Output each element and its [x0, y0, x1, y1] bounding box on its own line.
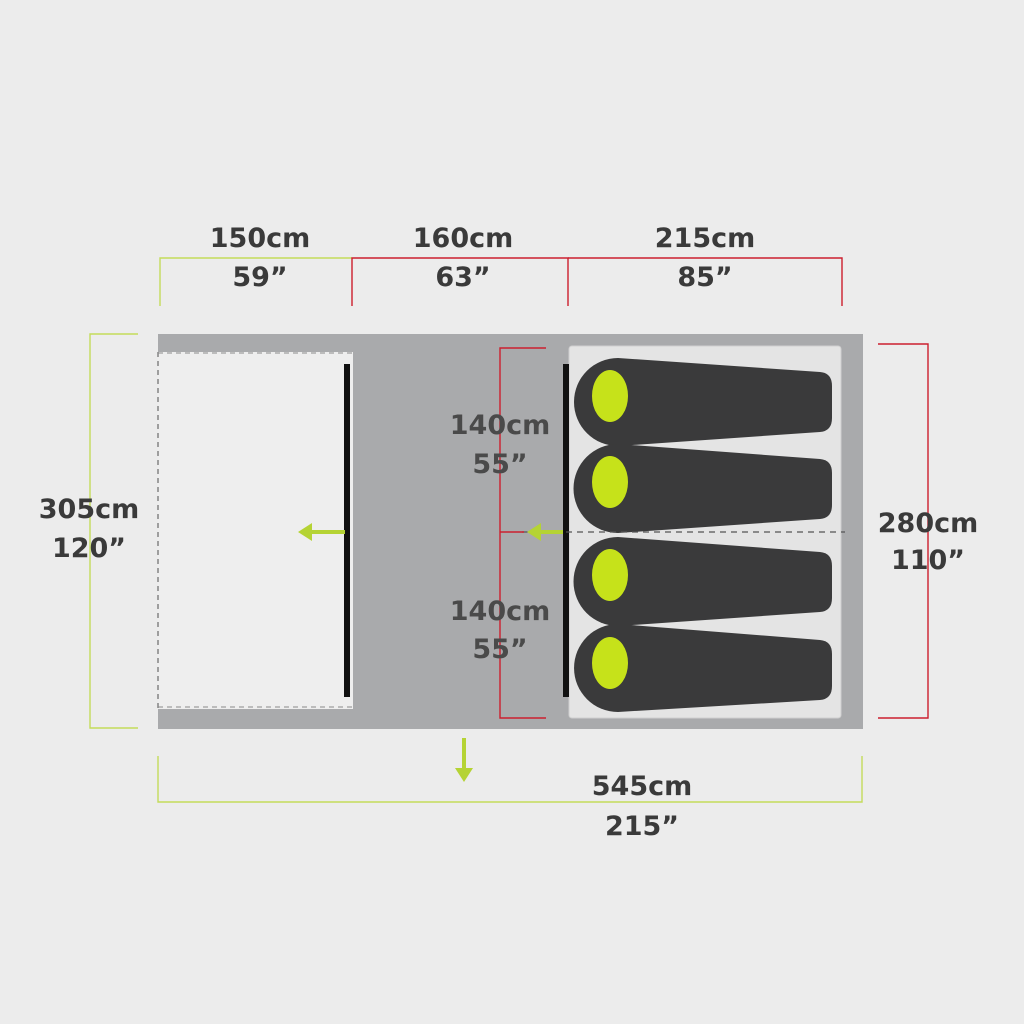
dimension-labels: 150cm 59” 160cm 63” 215cm 85” 305cm 120”… — [39, 223, 979, 842]
overall-length-in: 215” — [605, 811, 679, 842]
bedroom-width-cm: 280cm — [878, 508, 979, 539]
sleeping-bag-icon — [574, 624, 832, 712]
dim-line-overall-length — [157, 756, 863, 803]
dim-line-porch-length — [159, 257, 352, 306]
porch-bottom-strip — [158, 709, 353, 729]
living-length-in: 63” — [435, 262, 490, 293]
living-length-cm: 160cm — [413, 223, 514, 254]
porch-length-cm: 150cm — [210, 223, 311, 254]
arrow-left-icon — [527, 523, 563, 541]
main-door-bar — [344, 364, 350, 697]
dim-line-bay — [499, 347, 546, 719]
porch-length-in: 59” — [232, 262, 287, 293]
dim-line-living-length — [351, 257, 569, 306]
dimension-lines — [89, 257, 929, 803]
arrow-left-icon — [298, 523, 345, 541]
sleeping-bag-icon — [573, 444, 832, 533]
bedroom-door-bar — [563, 364, 569, 697]
overall-width-cm: 305cm — [39, 494, 140, 525]
bay-upper-cm: 140cm — [450, 410, 551, 441]
bay-lower-in: 55” — [472, 634, 527, 665]
bay-upper-in: 55” — [472, 449, 527, 480]
bedroom-width-in: 110” — [891, 545, 965, 576]
dim-line-overall-width — [89, 333, 138, 729]
arrow-down-icon — [455, 738, 473, 782]
dim-line-bedroom-length — [568, 257, 843, 306]
sleeping-bags — [573, 358, 832, 712]
bay-lower-cm: 140cm — [450, 596, 551, 627]
overall-width-in: 120” — [52, 533, 126, 564]
porch-top-strip — [158, 334, 353, 352]
bedroom-length-in: 85” — [677, 262, 732, 293]
bedroom-length-cm: 215cm — [655, 223, 756, 254]
arrows — [298, 523, 563, 782]
sleeping-bag-icon — [573, 537, 832, 626]
sleeping-bag-icon — [574, 358, 832, 446]
dim-line-bedroom-width — [878, 343, 929, 719]
overall-length-cm: 545cm — [592, 771, 693, 802]
